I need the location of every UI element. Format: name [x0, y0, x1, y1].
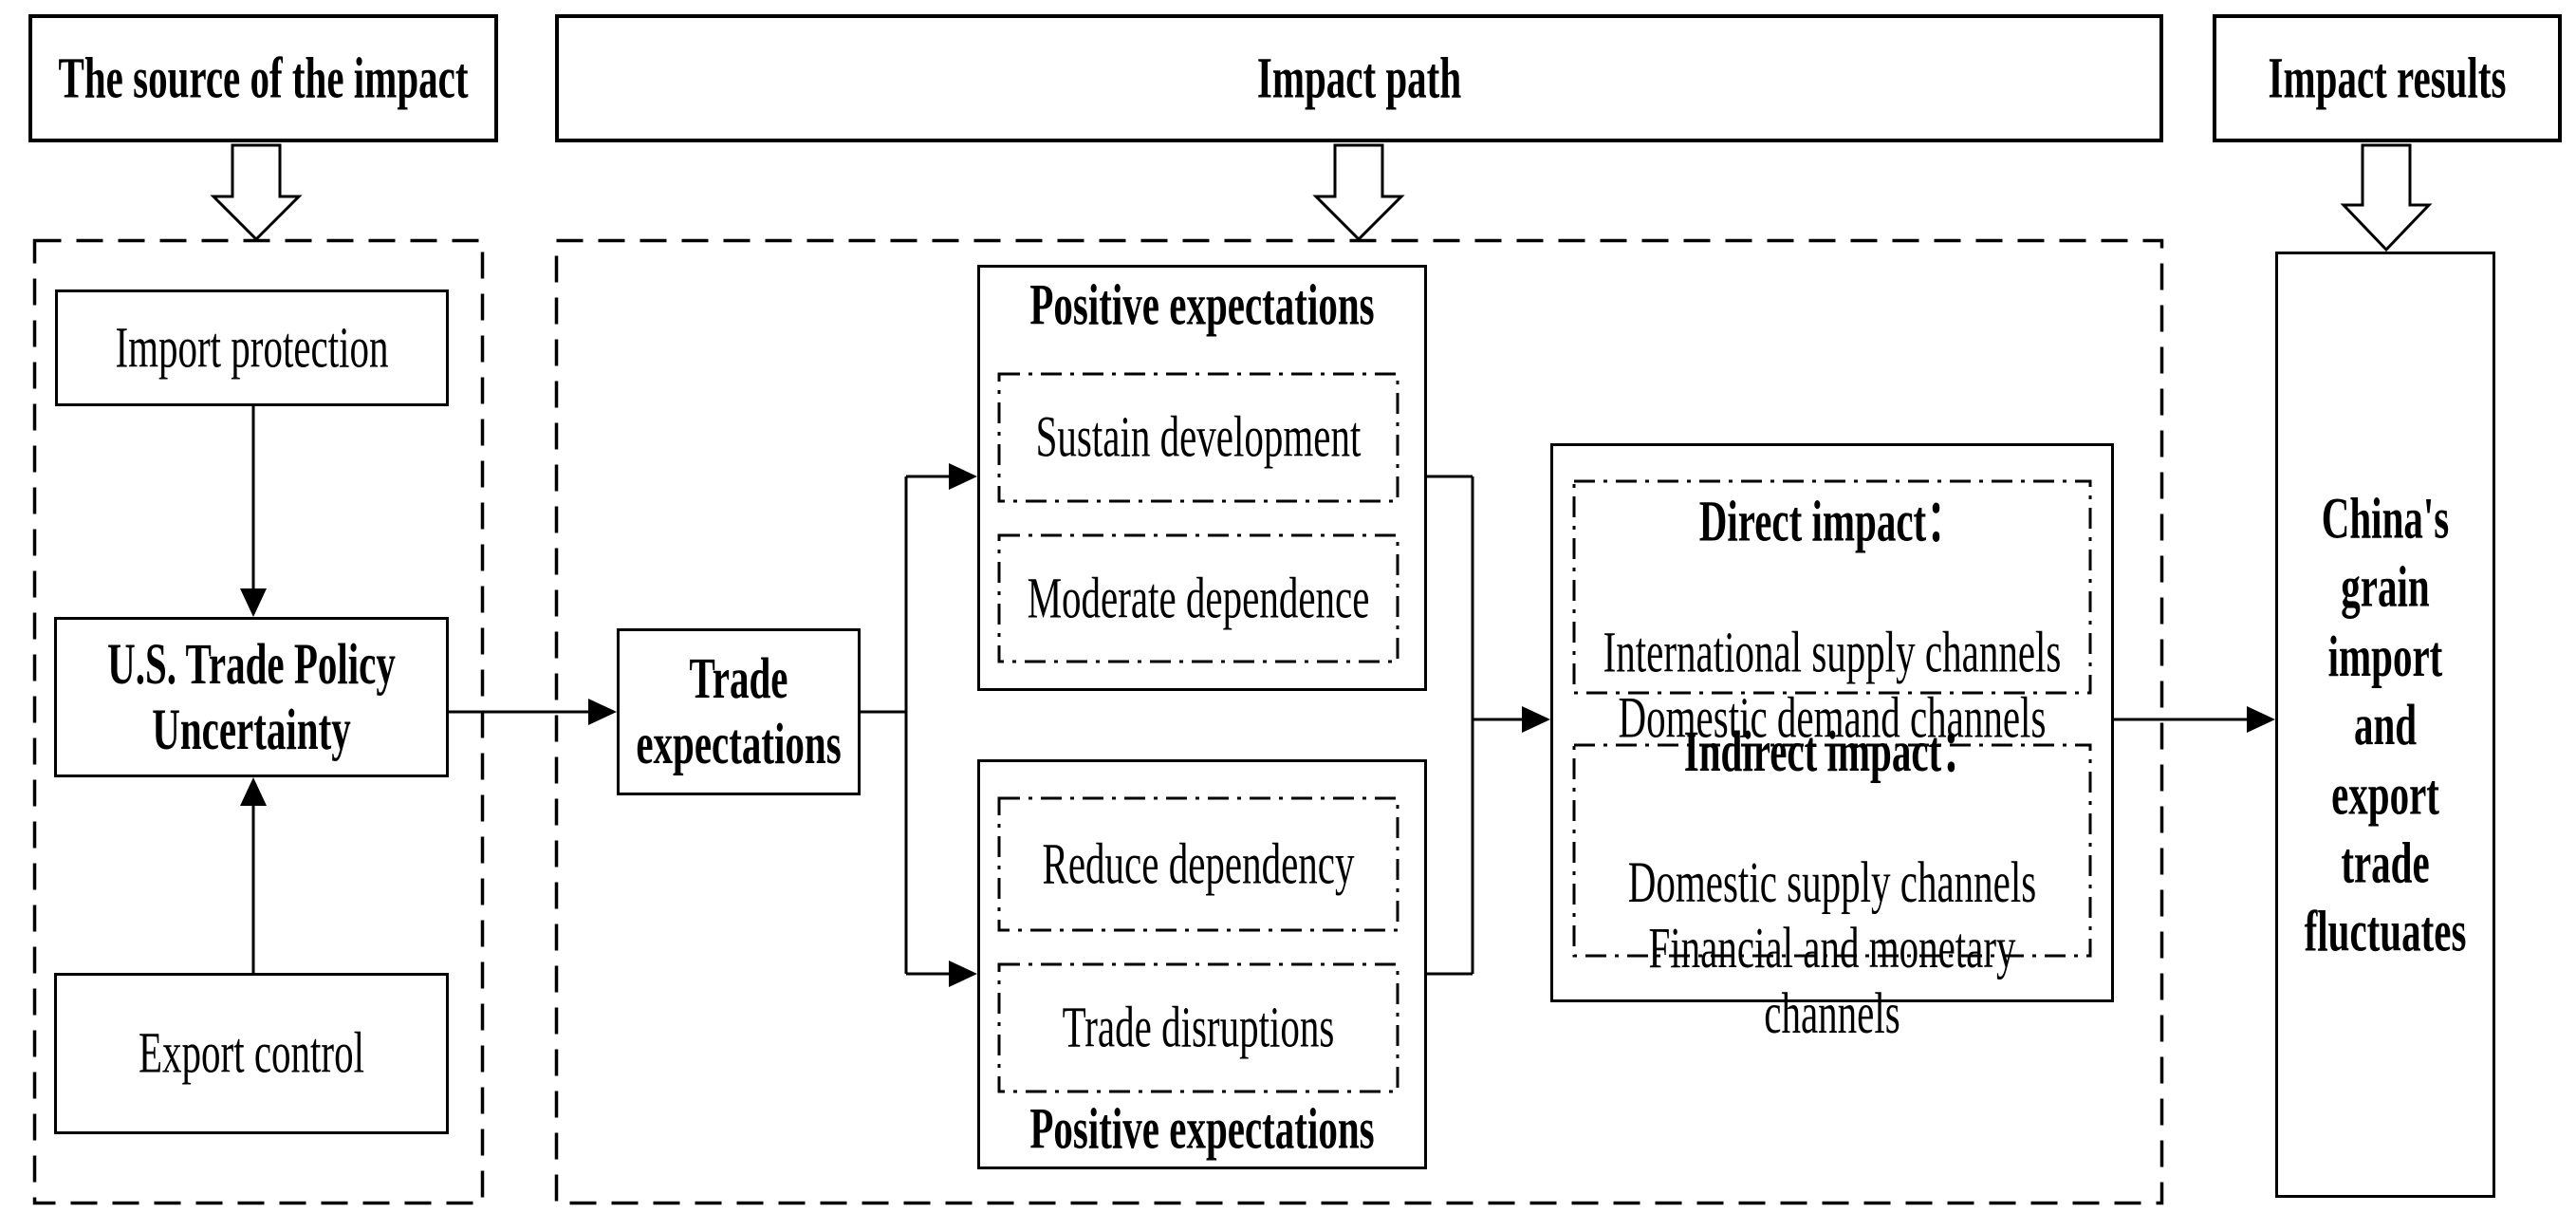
- uncertainty-label: U.S. Trade Policy Uncertainty: [107, 630, 396, 761]
- arrow-export-to-uncertainty-head: [240, 777, 267, 806]
- reduce-label-wrap: Reduce dependency: [999, 798, 1398, 930]
- arrow-channels-to-result-head: [2247, 706, 2275, 733]
- arrow-import-to-uncertainty-head: [240, 588, 267, 617]
- trade-expectations-label: Trade expectations: [636, 644, 842, 776]
- direct-impact-content: Direct impact： International supply chan…: [1574, 481, 2090, 749]
- disruptions-label: Trade disruptions: [1062, 994, 1335, 1060]
- hollow-down-arrow-source: [210, 143, 303, 242]
- bottom-branch-title-wrap: Positive expectations: [977, 1095, 1427, 1162]
- arrow-uncertainty-to-expectations-head: [588, 699, 617, 725]
- moderate-label-wrap: Moderate dependence: [999, 535, 1398, 662]
- result-label-wrap: China's grain import and export trade fl…: [2275, 252, 2495, 1198]
- direct-impact-title: Direct impact：: [1698, 487, 1966, 553]
- direct-impact-text: Direct impact： International supply chan…: [1603, 423, 2062, 750]
- hollow-down-arrow-path: [1312, 143, 1405, 242]
- trade-expectations-label-wrap: Trade expectations: [617, 628, 861, 795]
- import-protection-label-wrap: Import protection: [55, 289, 449, 406]
- indirect-impact-content: Indirect impact： Domestic supply channel…: [1574, 718, 2090, 1045]
- branch-bottom-arrowhead: [949, 961, 977, 987]
- indirect-impact-text: Indirect impact： Domestic supply channel…: [1628, 654, 2036, 1046]
- moderate-label: Moderate dependence: [1027, 564, 1370, 630]
- branch-top-arrowhead: [949, 463, 977, 490]
- header-path-label: Impact path: [1256, 44, 1462, 110]
- indirect-impact-title: Indirect impact：: [1683, 718, 1981, 784]
- sustain-label: Sustain development: [1035, 403, 1362, 470]
- disruptions-label-wrap: Trade disruptions: [999, 964, 1398, 1092]
- header-box-path: Impact path: [555, 14, 2163, 142]
- bottom-branch-title: Positive expectations: [1029, 1095, 1375, 1162]
- result-label: China's grain import and export trade fl…: [2304, 485, 2467, 964]
- reduce-label: Reduce dependency: [1042, 830, 1355, 896]
- top-branch-title-wrap: Positive expectations: [977, 271, 1427, 338]
- hollow-down-arrow-results: [2340, 143, 2433, 252]
- header-box-results: Impact results: [2213, 14, 2562, 142]
- arrow-merge-to-channels-head: [1522, 706, 1550, 733]
- uncertainty-label-wrap: U.S. Trade Policy Uncertainty: [54, 617, 449, 777]
- direct-impact-body: International supply channels Domestic d…: [1603, 618, 2062, 750]
- sustain-label-wrap: Sustain development: [999, 374, 1398, 501]
- header-results-label: Impact results: [2268, 44, 2507, 110]
- header-source-label: The source of the impact: [58, 44, 469, 110]
- export-control-label-wrap: Export control: [54, 973, 449, 1134]
- header-box-source: The source of the impact: [28, 14, 498, 142]
- indirect-impact-body: Domestic supply channels Financial and m…: [1627, 849, 2037, 1046]
- top-branch-title: Positive expectations: [1029, 271, 1375, 338]
- result-box: [2275, 252, 2495, 1198]
- import-protection-label: Import protection: [115, 313, 389, 380]
- export-control-label: Export control: [139, 1019, 364, 1086]
